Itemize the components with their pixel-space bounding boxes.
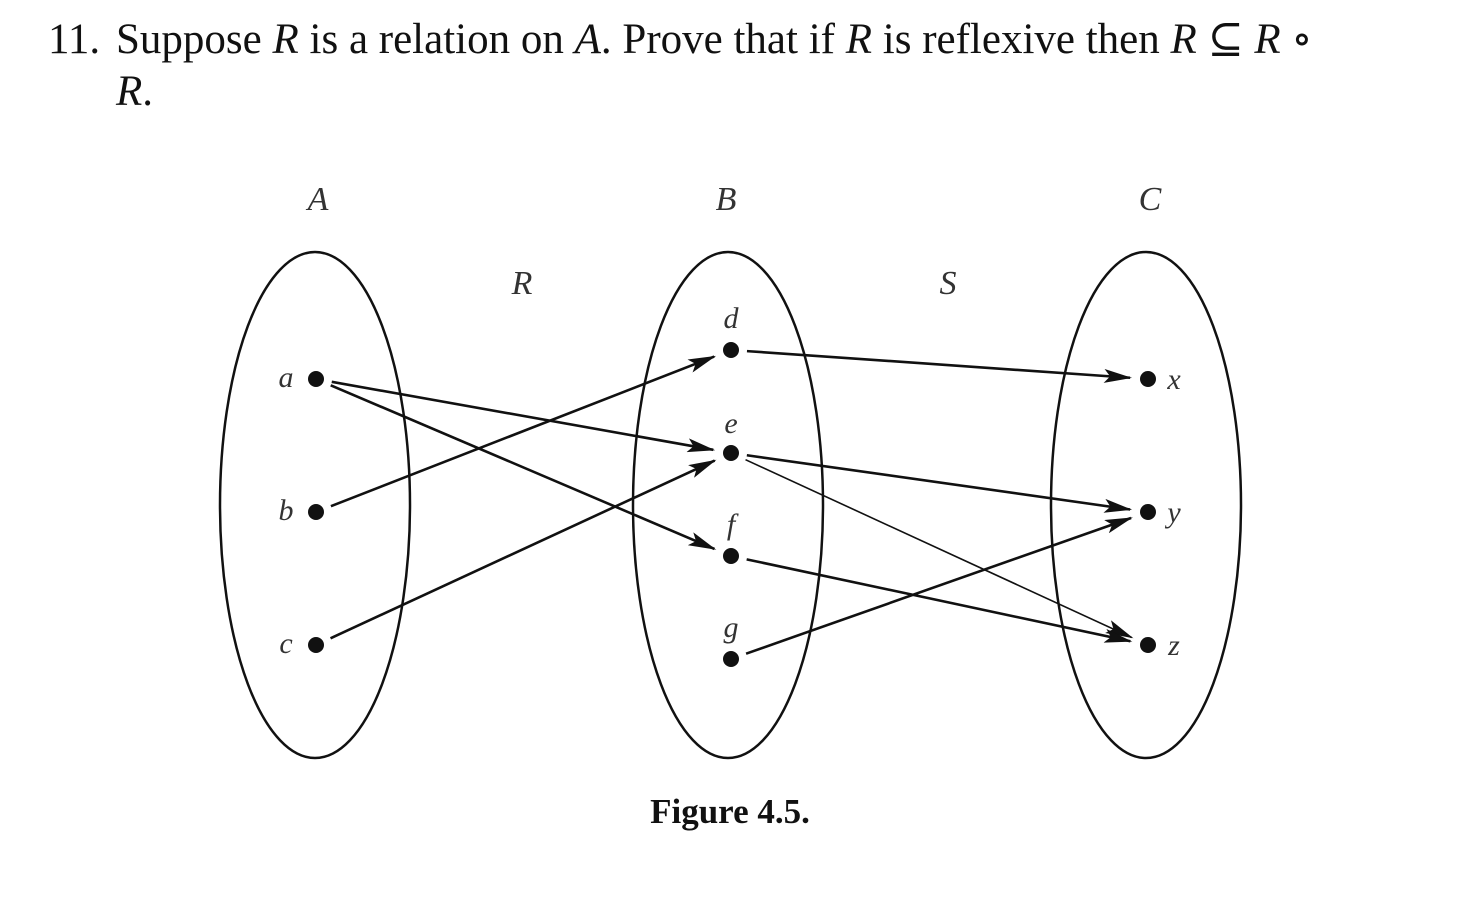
element-label-x: x [1166,363,1181,396]
problem-text-segment: R [1254,16,1281,63]
set-label-A: A [306,181,329,218]
problem-text-segment: ∘ [1280,16,1313,63]
set-B-ellipse [631,250,825,760]
problem-text-segment: . Prove that if [600,16,846,63]
problem-line-2-segment: R [116,68,143,115]
problem-number: 11. [48,16,101,63]
element-dot-f [723,548,739,564]
element-label-z: z [1167,629,1180,662]
element-label-b: b [279,494,294,527]
element-dot-y [1140,504,1156,520]
element-dot-e [723,445,739,461]
problem-text-segment: R [272,16,299,63]
element-dot-d [723,342,739,358]
arrow-a-to-f [330,384,717,551]
set-C-ellipse [1049,250,1243,760]
arrow-c-to-e [329,459,717,640]
relation-label-R: R [511,265,533,302]
figure-caption: Figure 4.5. [650,792,810,831]
relation-arrows [329,349,1134,655]
arrow-d-to-x [746,349,1133,383]
arrow-e-to-y [746,453,1133,513]
element-dot-b [308,504,324,520]
problem-text-segment: is a relation on [298,16,575,63]
set-A-ellipse [218,250,412,760]
element-dot-g [723,651,739,667]
problem-text-segment: is reflexive then [872,16,1171,63]
problem-text: Suppose R is a relation on A. Prove that… [116,16,1312,63]
element-label-a: a [279,361,294,394]
arrow-g-to-y [745,516,1133,655]
element-dot-z [1140,637,1156,653]
element-label-c: c [279,627,292,660]
element-label-d: d [724,302,740,335]
problem-text-segment: R [1170,16,1197,63]
problem-text-segment: ⊆ [1196,16,1255,63]
element-dot-a [308,371,324,387]
problem-text-segment: A [574,16,601,63]
arrow-f-to-z [746,558,1133,643]
problem-line-2-segment: . [142,68,154,115]
element-label-y: y [1164,496,1181,529]
problem-text-segment: R [845,16,873,63]
relation-label-S: S [940,265,957,302]
problem-line-2: R. [48,66,1448,118]
element-dot-x [1140,371,1156,387]
set-label-B: B [716,181,737,218]
problem-statement: 11. Suppose R is a relation on A. Prove t… [48,14,1448,118]
arrow-a-to-e [331,380,716,453]
element-label-f: f [727,508,739,541]
element-label-e: e [724,407,737,440]
problem-line-1: 11. Suppose R is a relation on A. Prove t… [48,14,1448,66]
problem-text-segment: Suppose [116,16,273,63]
set-elements: a b c d e f g x y z [279,302,1181,667]
set-label-C: C [1139,181,1162,218]
element-dot-c [308,637,324,653]
element-label-g: g [724,611,739,644]
arrow-e-to-z [745,458,1134,639]
arrow-b-to-d [330,355,717,508]
